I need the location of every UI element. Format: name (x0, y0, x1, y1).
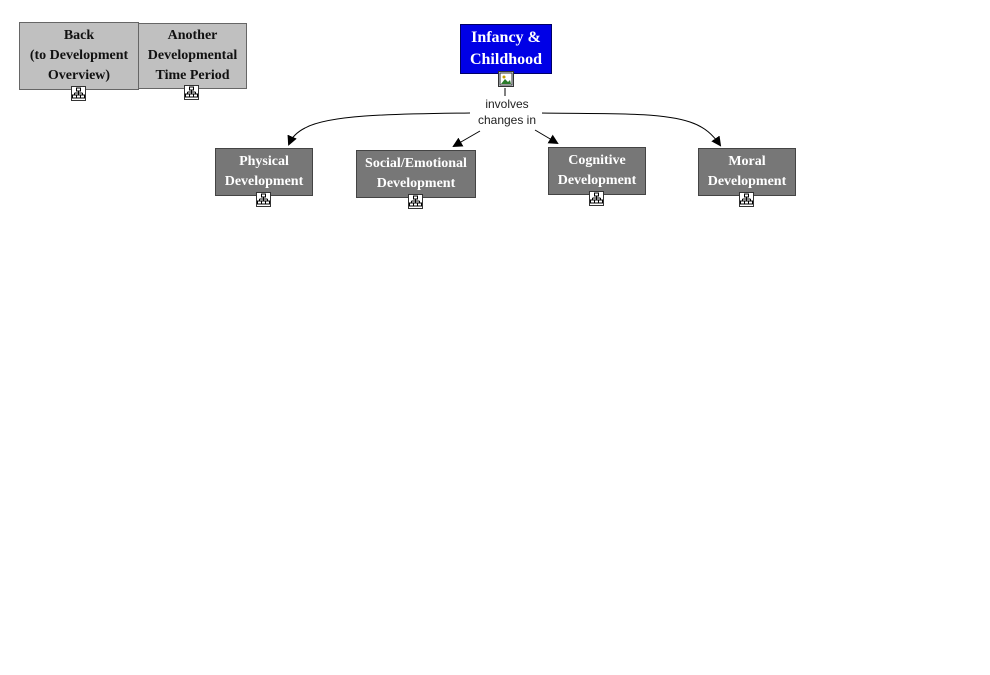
back-node-line3: Overview) (47, 68, 111, 83)
infancy-childhood-node[interactable]: Infancy & Childhood (460, 24, 552, 74)
physical-development-node[interactable]: Physical Development (215, 148, 313, 196)
cognitive-node-line1: Cognitive (568, 153, 626, 168)
arrow-to-cognitive (534, 129, 559, 145)
concept-map-icon[interactable] (408, 194, 423, 209)
another-node-line2: Developmental (147, 48, 238, 63)
social-emotional-development-node[interactable]: Social/Emotional Development (356, 150, 476, 198)
moral-development-node[interactable]: Moral Development (698, 148, 796, 196)
another-time-period-node[interactable]: Another Developmental Time Period (138, 23, 247, 89)
back-node-line2: (to Development (29, 48, 129, 63)
concept-map-icon[interactable] (256, 192, 271, 207)
link-label: involves changes in (472, 96, 542, 128)
concept-map-icon[interactable] (589, 191, 604, 206)
concept-map-icon[interactable] (184, 85, 199, 100)
image-icon[interactable] (498, 71, 514, 87)
link-label-line1: involves (485, 97, 529, 111)
another-node-line1: Another (167, 28, 218, 43)
cognitive-node-line2: Development (557, 173, 637, 188)
cognitive-development-node[interactable]: Cognitive Development (548, 147, 646, 195)
physical-node-line1: Physical (239, 154, 289, 169)
physical-node-line2: Development (224, 174, 304, 189)
social-node-line2: Development (376, 176, 456, 191)
arrow-to-physical (287, 112, 471, 146)
back-node-line1: Back (63, 28, 95, 43)
main-node-line2: Childhood (469, 51, 543, 68)
link-label-line2: changes in (477, 113, 537, 127)
moral-node-line1: Moral (728, 154, 766, 169)
concept-map-icon[interactable] (739, 192, 754, 207)
concept-map-icon[interactable] (71, 86, 86, 101)
back-to-overview-node[interactable]: Back (to Development Overview) (19, 22, 139, 90)
arrow-to-moral (539, 112, 722, 147)
social-node-line1: Social/Emotional (365, 156, 467, 171)
arrow-to-social (452, 130, 481, 147)
main-node-line1: Infancy & (471, 29, 541, 46)
another-node-line3: Time Period (155, 68, 230, 83)
moral-node-line2: Development (707, 174, 787, 189)
